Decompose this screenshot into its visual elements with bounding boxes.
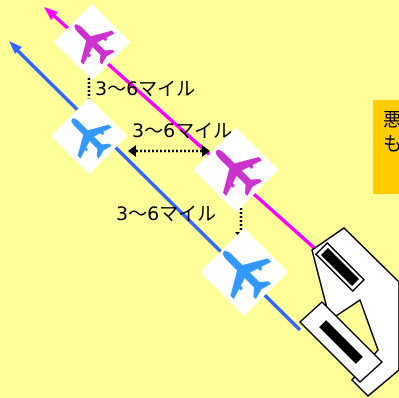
arrow-head-icon — [128, 145, 136, 157]
magenta-arrow-head-icon — [44, 7, 58, 20]
blue-airplane-left — [50, 97, 128, 175]
note-line-1: 悪 — [383, 109, 399, 131]
distance-label-bottom: 3〜6マイル — [116, 203, 217, 225]
blue-arrow-head-icon — [9, 41, 22, 54]
note-box: 悪 も — [373, 100, 399, 194]
magenta-airplane-top — [53, 3, 131, 81]
note-line-2: も — [383, 133, 399, 155]
runway-icon — [298, 227, 399, 398]
distance-label-middle: 3〜6マイル — [132, 120, 233, 142]
arrow-head-icon — [202, 145, 210, 157]
distance-label-top: 3〜6マイル — [95, 78, 196, 100]
